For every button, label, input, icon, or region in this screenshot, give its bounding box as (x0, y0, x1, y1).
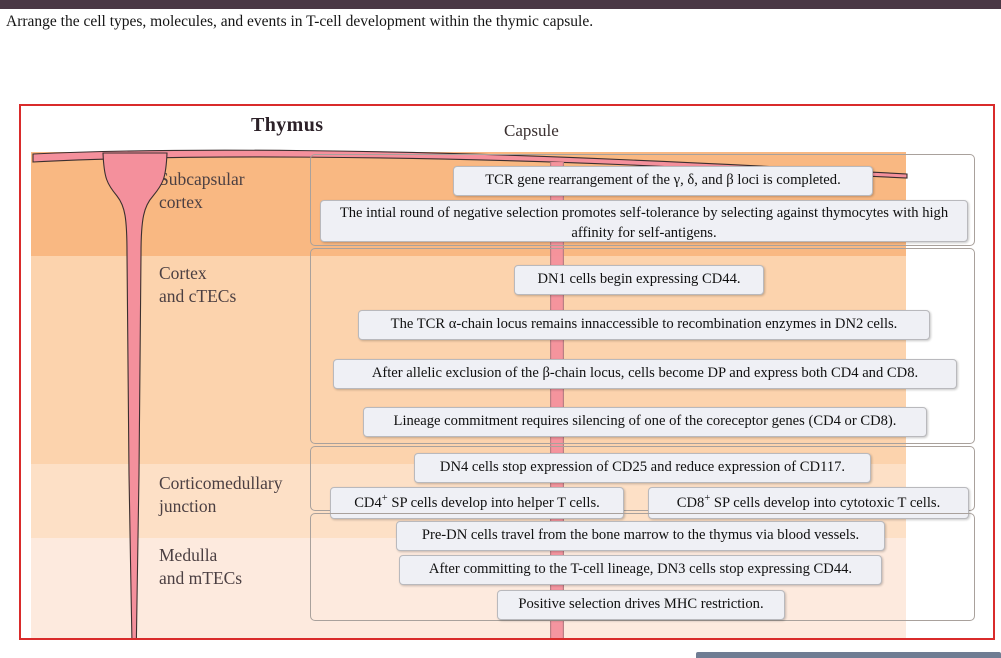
band-label-cortex-ctecs: Cortex and cTECs (159, 262, 236, 308)
band-label-subcapsular-cortex: Subcapsular cortex (159, 168, 245, 214)
bottom-panel-bar (696, 652, 1001, 658)
bottom-panel-edge (696, 650, 1001, 658)
answer-tile[interactable]: TCR gene rearrangement of the γ, δ, and … (453, 166, 873, 196)
answer-tile-text-post: SP cells develop into helper T cells. (387, 494, 600, 511)
stripe-edge-right (562, 162, 564, 638)
answer-tile-superscript: + (381, 493, 388, 504)
page-title: Thymus (251, 114, 324, 136)
answer-tile-text-pre: CD8 (676, 494, 705, 511)
answer-tile-text-pre: CD4 (354, 494, 382, 511)
band-label-line-2: junction (159, 496, 217, 517)
answer-drop-zones: TCR gene rearrangement of the γ, δ, and … (310, 154, 975, 623)
answer-tile[interactable]: The TCR α-chain locus remains innaccessi… (358, 310, 930, 340)
answer-tile-superscript: + (704, 493, 711, 504)
band-medulla-mtecs (31, 538, 906, 638)
band-label-medulla-mtecs: Medulla and mTECs (159, 544, 242, 590)
band-label-line-2: and cTECs (159, 286, 237, 307)
answer-tile[interactable]: After committing to the T-cell lineage, … (399, 555, 882, 585)
answer-tile[interactable]: Pre-DN cells travel from the bone marrow… (396, 521, 885, 551)
band-label-line-1: Medulla (159, 545, 218, 565)
capsule-label: Capsule (504, 121, 559, 140)
band-label-line-2: and mTECs (159, 568, 243, 589)
medulla-mtecs-zone[interactable]: Pre-DN cells travel from the bone marrow… (310, 513, 975, 621)
answer-tile[interactable]: DN4 cells stop expression of CD25 and re… (414, 453, 871, 483)
question-prompt: Arrange the cell types, molecules, and e… (6, 13, 594, 30)
thymus-diagram-frame: Subcapsular cortex Cortex and cTECs Cort… (19, 104, 995, 640)
band-label-line-1: Subcapsular (159, 169, 245, 189)
answer-tile[interactable]: DN1 cells begin expressing CD44. (514, 265, 764, 295)
answer-tile[interactable]: After allelic exclusion of the β-chain l… (333, 359, 957, 389)
trabecula-septum-icon (102, 152, 168, 638)
window-title-bar (0, 0, 1001, 9)
band-label-line-1: Corticomedullary (159, 473, 283, 493)
subcapsular-cortex-zone[interactable]: TCR gene rearrangement of the γ, δ, and … (310, 154, 975, 246)
band-label-line-2: cortex (159, 192, 203, 213)
answer-tile[interactable]: Positive selection drives MHC restrictio… (497, 590, 785, 620)
band-label-line-1: Cortex (159, 263, 207, 283)
cortex-ctecs-zone[interactable]: DN1 cells begin expressing CD44. The TCR… (310, 248, 975, 444)
answer-tile[interactable]: Lineage commitment requires silencing of… (363, 407, 927, 437)
stripe-edge-left (550, 162, 552, 638)
band-label-corticomedullary-junction: Corticomedullary junction (159, 472, 282, 518)
answer-tile-text-post: SP cells develop into cytotoxic T cells. (710, 494, 941, 511)
answer-tile[interactable]: The intial round of negative selection p… (320, 200, 968, 242)
corticomedullary-junction-zone[interactable]: DN4 cells stop expression of CD25 and re… (310, 446, 975, 519)
